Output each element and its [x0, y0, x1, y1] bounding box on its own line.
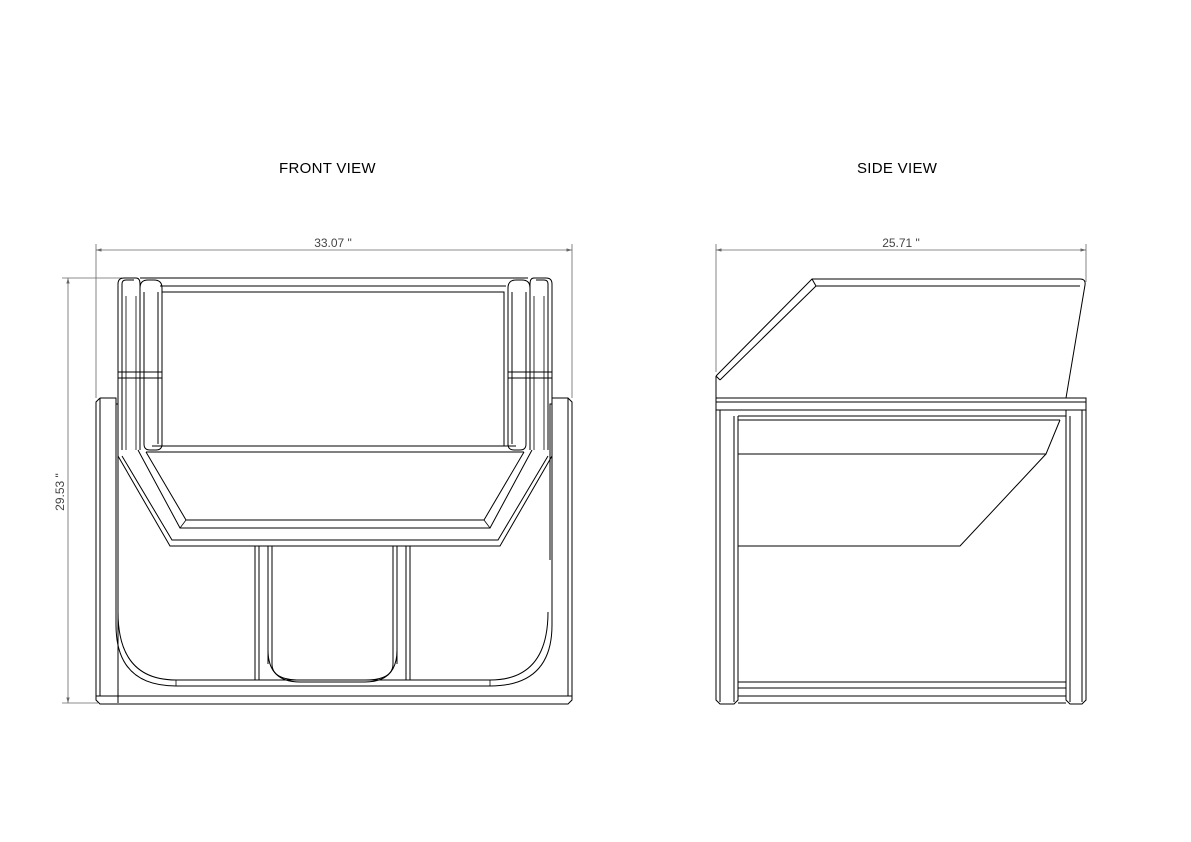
front-base-frame	[95, 397, 573, 705]
front-seat-tray	[117, 445, 553, 547]
front-left-arm	[117, 277, 163, 451]
side-width-dimension: 25.71 "	[715, 236, 1087, 372]
front-view-drawing: 33.07 " 29.53 "	[53, 236, 573, 705]
front-right-arm	[507, 277, 553, 451]
side-view-title: SIDE VIEW	[857, 160, 938, 177]
side-seat-rail	[715, 397, 1087, 421]
side-view-drawing: 25.71 "	[715, 236, 1087, 705]
front-backrest	[140, 277, 528, 447]
side-frame	[715, 410, 1087, 705]
front-height-dimension: 29.53 "	[53, 277, 122, 704]
front-view-title: FRONT VIEW	[279, 160, 376, 177]
front-center-supports	[254, 546, 411, 683]
front-height-label: 29.53 "	[53, 473, 67, 511]
front-width-label: 33.07 "	[314, 236, 352, 250]
side-seat-wedge	[738, 419, 1061, 547]
side-width-label: 25.71 "	[882, 236, 920, 250]
front-width-dimension: 33.07 "	[95, 236, 573, 398]
side-backrest	[715, 278, 1086, 399]
